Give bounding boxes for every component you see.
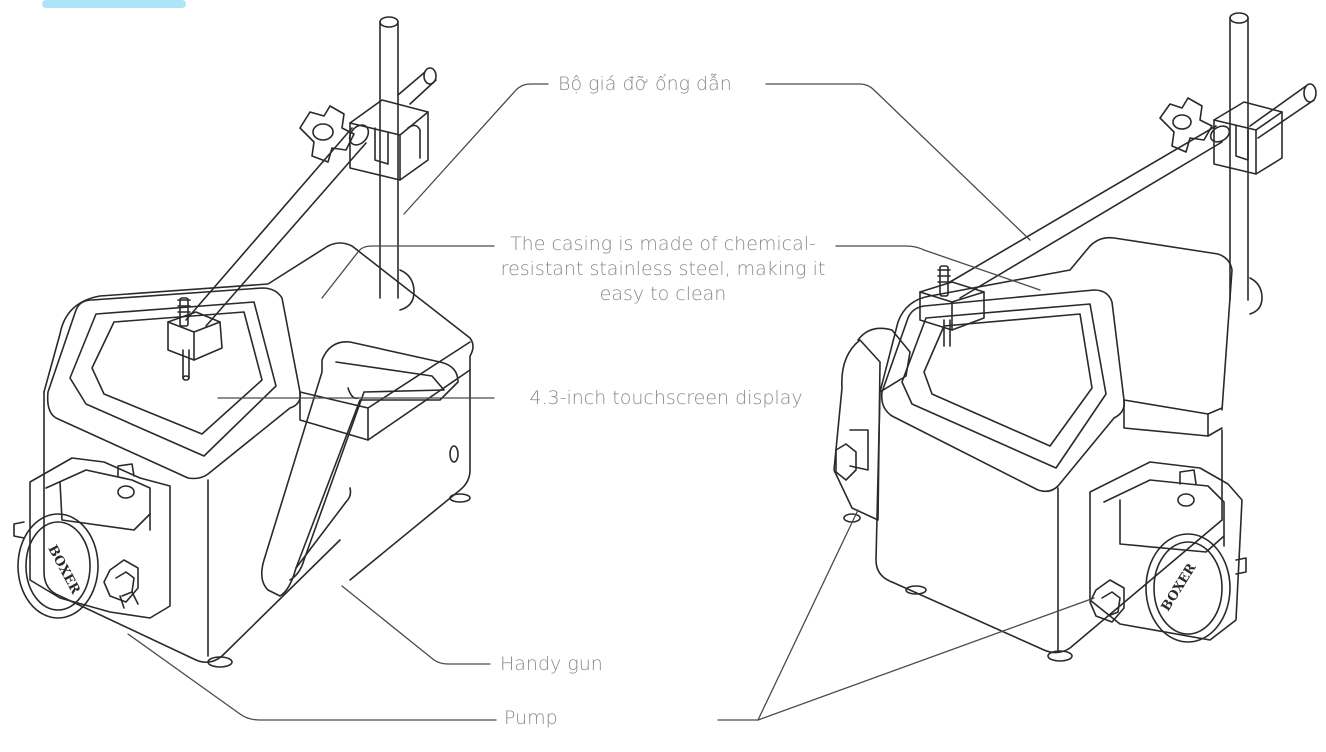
left-machine	[13, 16, 474, 668]
casing-label: The casing is made of chemical-resistant…	[500, 232, 826, 307]
right-pump	[1089, 461, 1247, 643]
pump-label: Pump	[504, 706, 558, 731]
leader-lines	[127, 83, 1095, 721]
left-nozzle	[167, 297, 223, 381]
right-pump-logo: BOXER	[1159, 561, 1200, 614]
touchscreen-label: 4.3-inch touchscreen display	[514, 386, 818, 411]
handy-gun-label: Handy gun	[500, 652, 603, 677]
left-body	[43, 242, 474, 668]
tube-holder-label: Bộ giá đỡ ống dẫn	[558, 72, 732, 97]
left-pump	[13, 457, 171, 619]
left-handy-gun	[260, 341, 459, 597]
left-clamp	[299, 99, 429, 181]
left-pump-logo: BOXER	[44, 543, 82, 597]
right-machine	[833, 12, 1317, 662]
right-body	[833, 236, 1233, 662]
right-nozzle	[919, 265, 985, 347]
right-clamp	[1159, 97, 1283, 175]
left-stand-rod	[379, 16, 437, 311]
accent-bar	[42, 0, 186, 8]
right-arm	[949, 125, 1231, 299]
